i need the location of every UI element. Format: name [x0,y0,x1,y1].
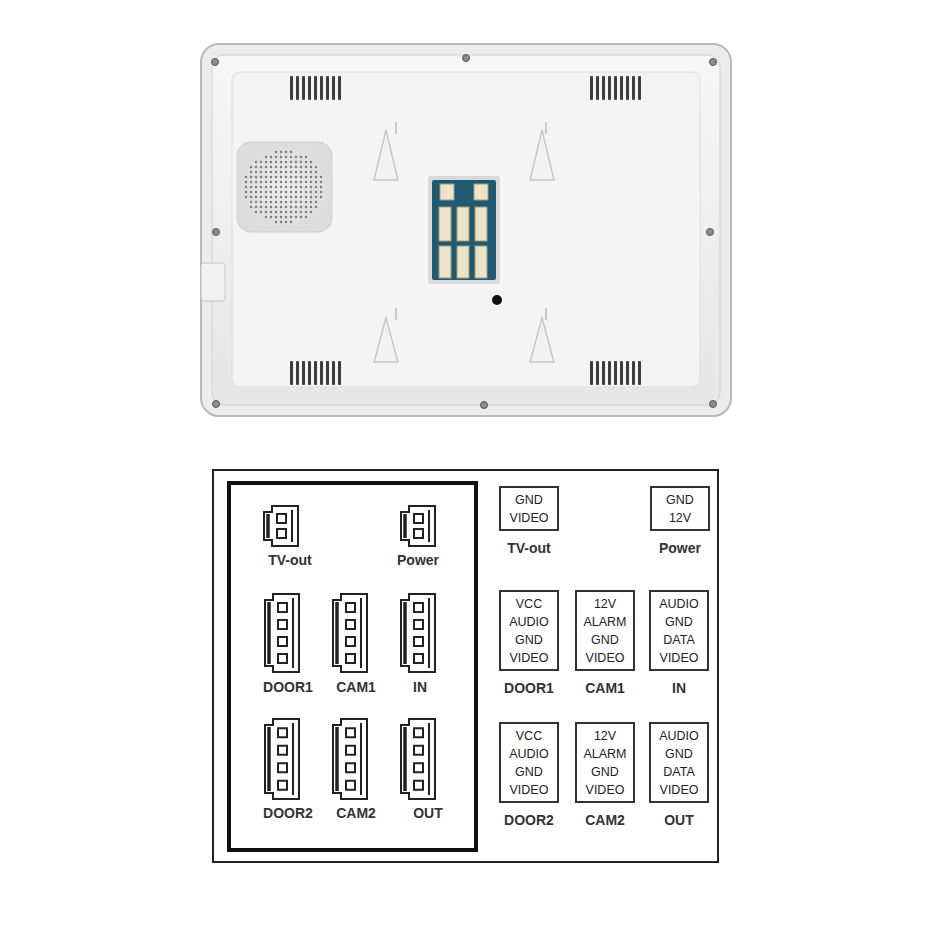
pin-names: GND VIDEO [510,491,549,527]
port-name: IN [649,680,709,696]
connector-label: Power [397,552,439,568]
pin-names: AUDIO GND DATA VIDEO [659,727,699,799]
connector-symbol [401,594,435,672]
pin-names: VCC AUDIO GND VIDEO [509,595,549,667]
connector-group-frame [229,483,476,850]
port-name: DOOR1 [499,680,559,696]
pin-names: AUDIO GND DATA VIDEO [659,595,699,667]
pin-table: VCC AUDIO GND VIDEO DOOR1 [499,590,559,696]
pin-table: VCC AUDIO GND VIDEO DOOR2 [499,722,559,828]
connector-label: TV-out [268,552,312,568]
pin-box: VCC AUDIO GND VIDEO [499,722,559,803]
port-name: OUT [649,812,709,828]
pin-box: GND 12V [650,486,710,531]
connector-label: OUT [413,805,443,821]
pin-names: 12V ALARM GND VIDEO [583,727,626,799]
port-name: TV-out [499,540,559,556]
pin-box: AUDIO GND DATA VIDEO [649,722,709,803]
pin-box: VCC AUDIO GND VIDEO [499,590,559,671]
connector-symbol [401,719,435,799]
port-name: DOOR2 [499,812,559,828]
connector-label: CAM1 [336,679,376,695]
pin-table: 12V ALARM GND VIDEO CAM2 [575,722,635,828]
connector-symbol [401,506,435,546]
pin-names: 12V ALARM GND VIDEO [583,595,626,667]
pin-table: GND VIDEO TV-out [499,486,559,556]
pin-box: 12V ALARM GND VIDEO [575,722,635,803]
pin-table: AUDIO GND DATA VIDEO OUT [649,722,709,828]
pin-box: GND VIDEO [499,486,559,531]
pin-table: AUDIO GND DATA VIDEO IN [649,590,709,696]
connector-symbol [264,506,298,546]
connector-symbol [265,594,299,672]
connector-symbol [333,719,367,799]
connector-symbol [333,594,367,672]
pin-names: GND 12V [666,491,694,527]
port-name: CAM2 [575,812,635,828]
connector-label: CAM2 [336,805,376,821]
pin-names: VCC AUDIO GND VIDEO [509,727,549,799]
connector-symbol [265,719,299,799]
pin-table: GND 12V Power [650,486,710,556]
pin-table: 12V ALARM GND VIDEO CAM1 [575,590,635,696]
connector-label: DOOR2 [263,805,313,821]
connector-label: DOOR1 [263,679,313,695]
pin-box: 12V ALARM GND VIDEO [575,590,635,671]
pin-box: AUDIO GND DATA VIDEO [649,590,709,671]
port-name: Power [650,540,710,556]
connector-label: IN [413,679,427,695]
port-name: CAM1 [575,680,635,696]
